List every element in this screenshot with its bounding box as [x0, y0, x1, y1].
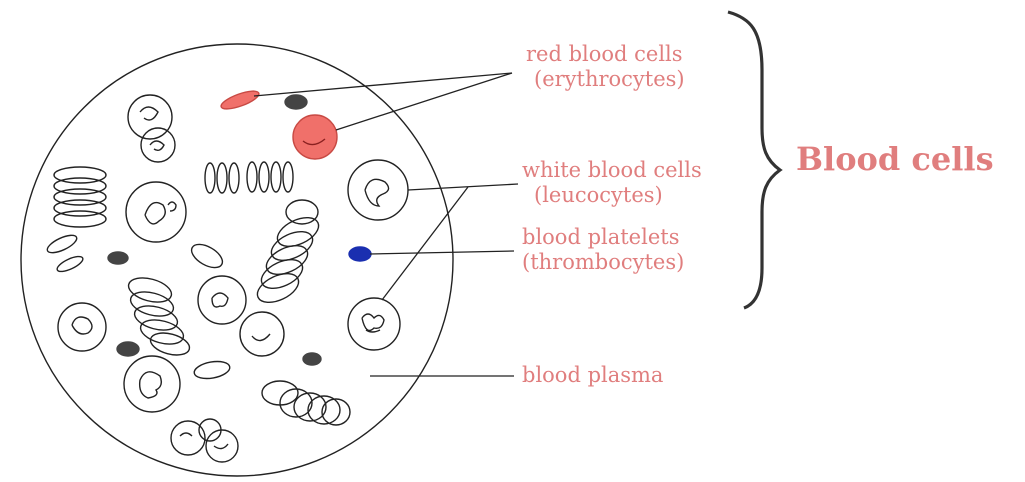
label-red-blood-cells-line1: red blood cells	[526, 42, 685, 67]
label-blood-platelets-line2: (thrombocytes)	[522, 250, 684, 275]
label-red-blood-cells-line2: (erythrocytes)	[526, 67, 685, 92]
label-blood-platelets-line1: blood platelets	[522, 225, 684, 250]
stacked-cells-left	[54, 167, 106, 227]
blood-drop-circle	[21, 44, 453, 476]
white-cells	[58, 95, 408, 462]
label-blood-plasma: blood plasma	[522, 363, 663, 388]
dark-small-cells	[108, 95, 321, 365]
pointer-lines	[254, 73, 518, 376]
platelet-blue	[349, 247, 371, 261]
stacked-cells-bottom	[262, 381, 350, 425]
misc-ovals	[188, 240, 231, 381]
label-white-blood-cells-line2: (leucocytes)	[522, 183, 702, 208]
small-ovals-left	[45, 232, 85, 275]
label-blood-platelets: blood platelets (thrombocytes)	[522, 225, 684, 275]
brace	[728, 12, 780, 308]
label-white-blood-cells-line1: white blood cells	[522, 158, 702, 183]
label-white-blood-cells: white blood cells (leucocytes)	[522, 158, 702, 208]
oval-cells-row	[205, 162, 293, 193]
stacked-cells-center	[253, 200, 323, 308]
label-blood-cells-group: Blood cells	[796, 140, 994, 178]
red-blood-cells-highlighted	[219, 88, 337, 159]
label-red-blood-cells: red blood cells (erythrocytes)	[526, 42, 685, 92]
